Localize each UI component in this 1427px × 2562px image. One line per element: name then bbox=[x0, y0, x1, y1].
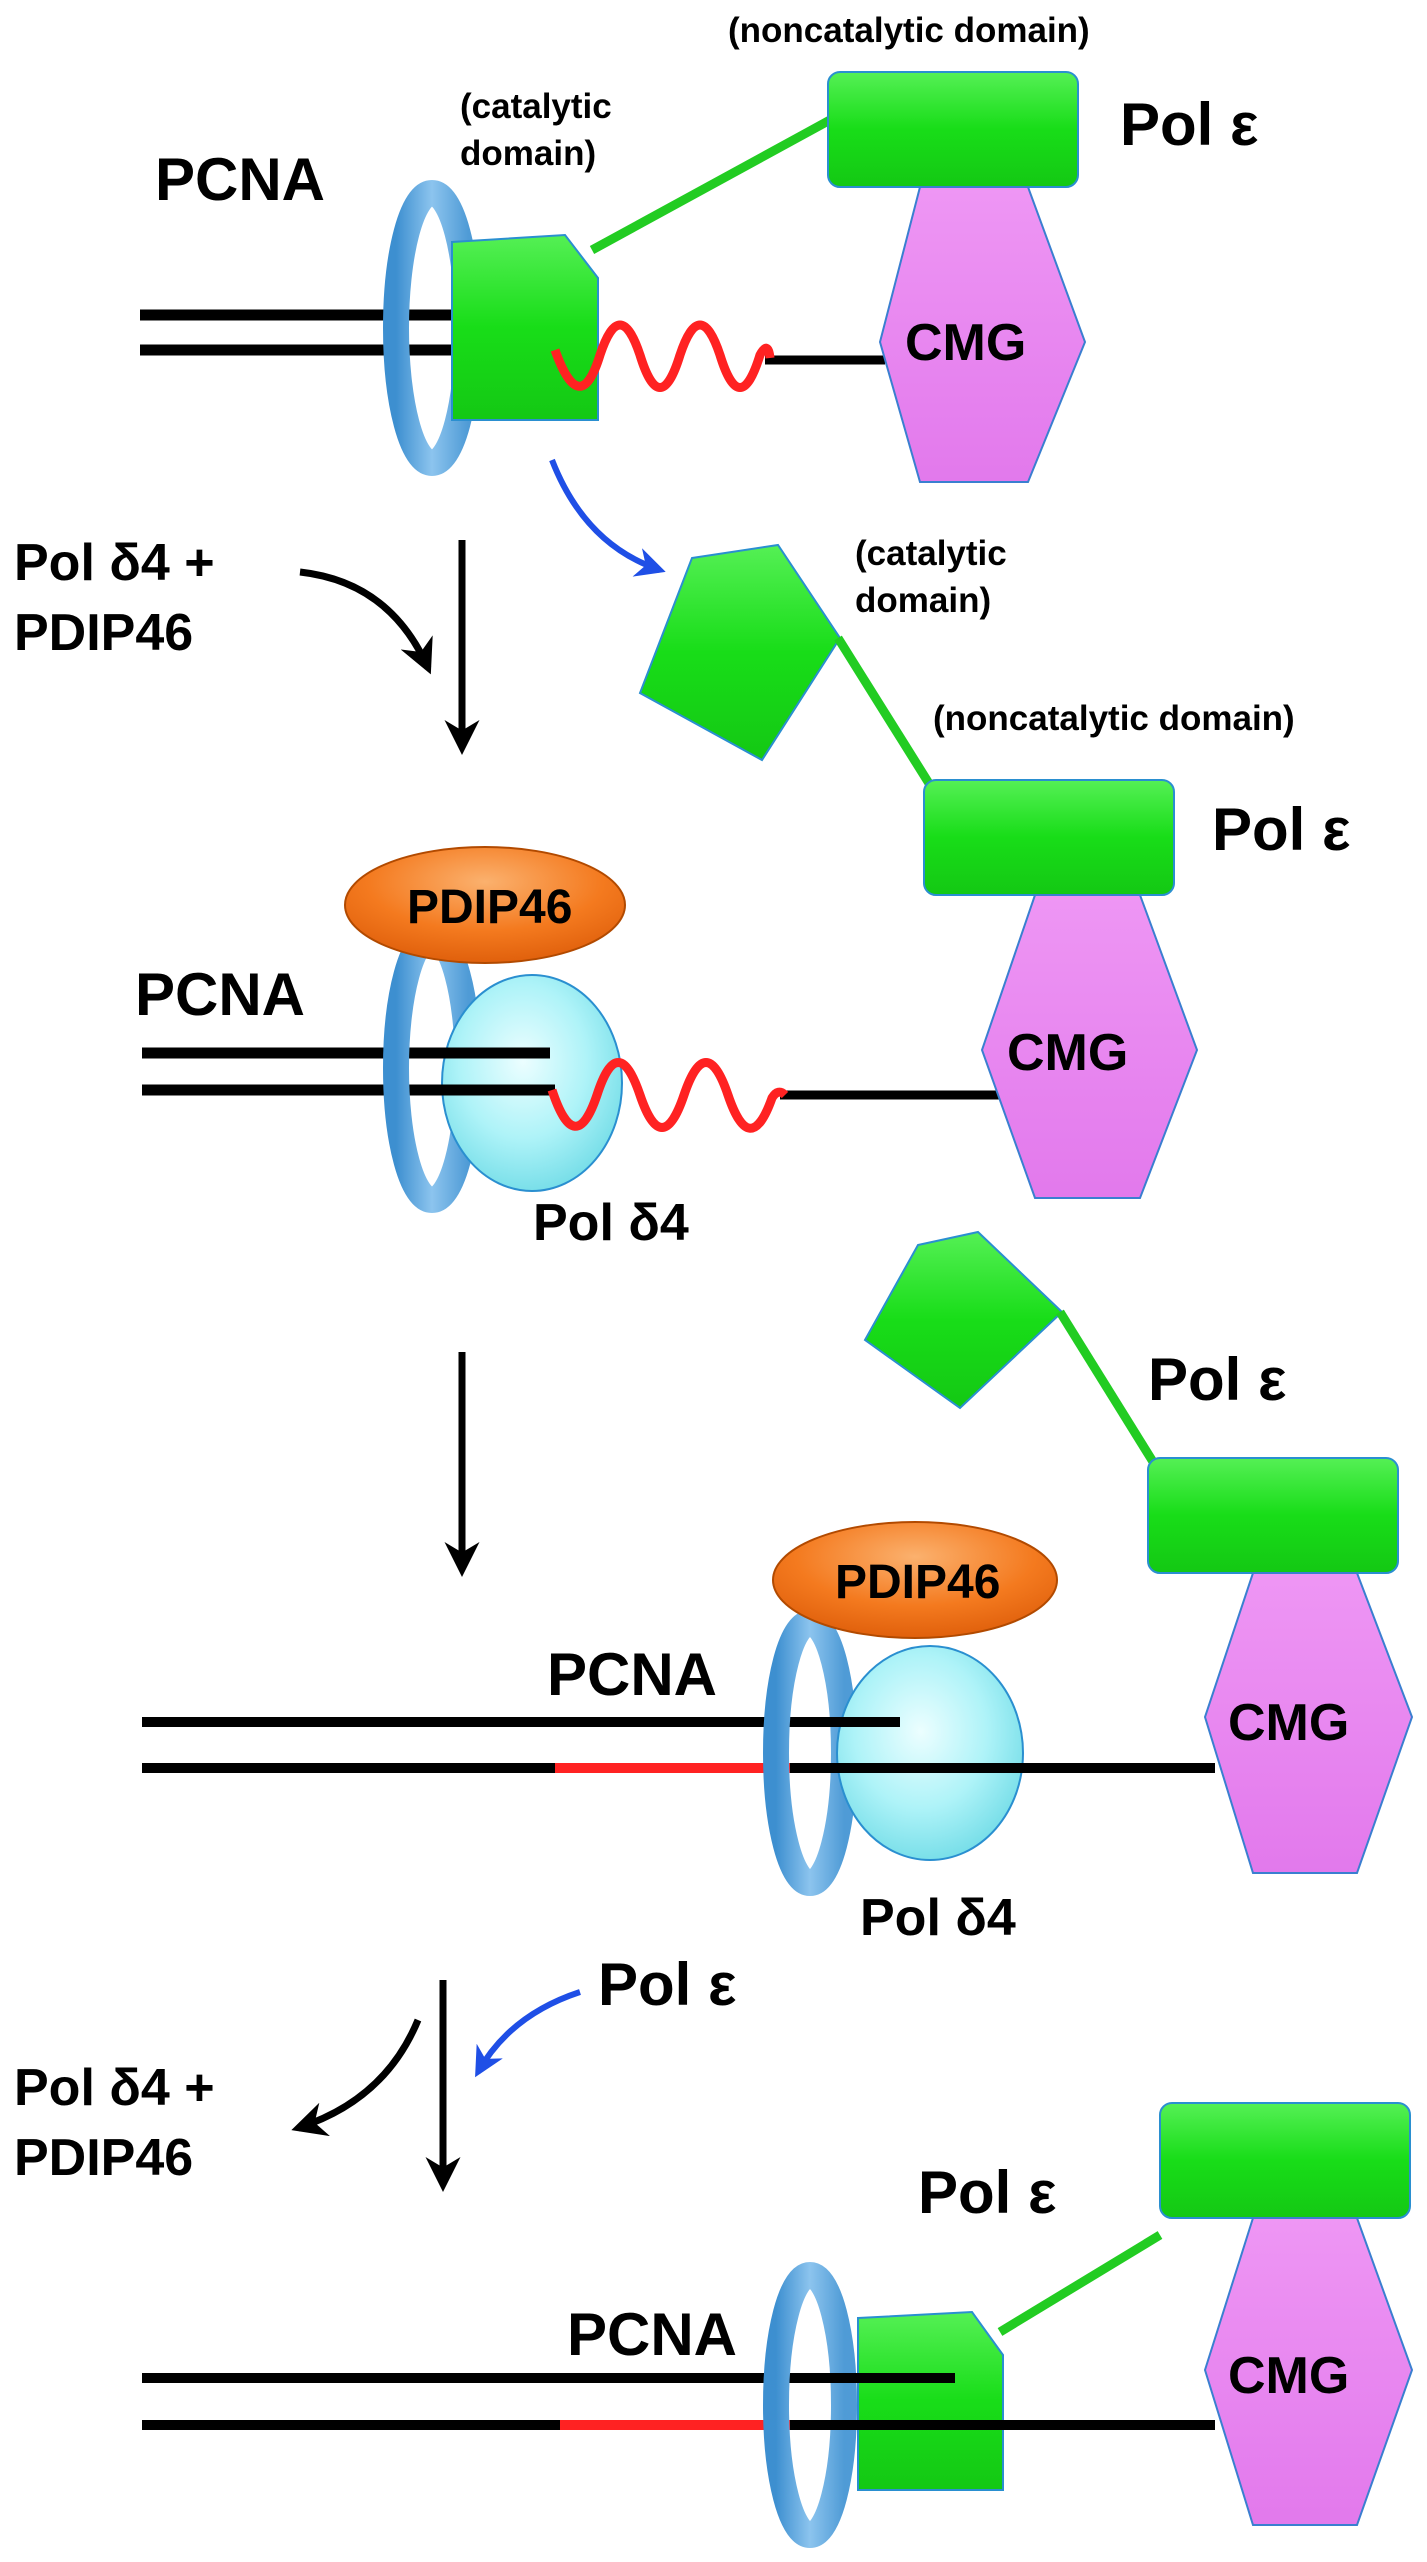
rna-primer bbox=[550, 320, 775, 392]
panel-3: Pol ε PCNA PDIP46 Pol δ4 CMG bbox=[142, 1230, 1414, 1947]
pol-epsilon-in-arrow bbox=[475, 1989, 581, 2078]
pol-epsilon-return-label: Pol ε bbox=[598, 1951, 737, 2018]
pol-epsilon-catalytic-icon bbox=[451, 233, 599, 421]
reagent-label-line2: PDIP46 bbox=[14, 604, 193, 662]
reagent-in-arrow-1 bbox=[299, 568, 433, 675]
catalytic-label-line2: domain) bbox=[460, 134, 596, 173]
pol-delta4-ellipse3-icon bbox=[836, 1645, 1024, 1861]
pol-delta4-label: Pol δ4 bbox=[533, 1194, 689, 1252]
pcna-ring4-icon bbox=[763, 2262, 857, 2548]
pol-epsilon-label: Pol ε bbox=[1120, 91, 1259, 158]
pdip46-ellipse3-icon bbox=[772, 1521, 1058, 1639]
noncatalytic-label2: (noncatalytic domain) bbox=[933, 699, 1295, 738]
pdip46-ellipse-icon bbox=[344, 846, 626, 964]
rna-primer2 bbox=[547, 1058, 789, 1133]
catalytic-label2-line2: domain) bbox=[855, 581, 991, 620]
cmg-label4: CMG bbox=[1228, 2347, 1349, 2405]
pol-epsilon-noncatalytic-icon bbox=[827, 71, 1079, 188]
pol-delta4-label3: Pol δ4 bbox=[860, 1889, 1016, 1947]
catalytic-label2-line1: (catalytic bbox=[855, 534, 1007, 573]
cmg-label: CMG bbox=[905, 314, 1026, 372]
reagent-out-arrow bbox=[291, 2018, 422, 2137]
catalytic-label-line1: (catalytic bbox=[460, 87, 612, 126]
pcna-label3: PCNA bbox=[547, 1641, 717, 1708]
cmg-hexagon3-icon bbox=[1203, 1572, 1414, 1874]
pdip46-label: PDIP46 bbox=[407, 881, 572, 934]
pol-epsilon-catalytic3-icon bbox=[863, 1230, 1064, 1410]
cmg-label3: CMG bbox=[1228, 1694, 1349, 1752]
pol-epsilon-catalytic-detached-icon bbox=[638, 543, 842, 762]
pol-epsilon-label2: Pol ε bbox=[1212, 796, 1351, 863]
cmg-hexagon4-icon bbox=[1203, 2217, 1414, 2526]
pcna-label2: PCNA bbox=[135, 961, 305, 1028]
cmg-label2: CMG bbox=[1007, 1024, 1128, 1082]
cmg-hexagon-icon bbox=[878, 186, 1087, 483]
pol-epsilon-label3: Pol ε bbox=[1148, 1346, 1287, 1413]
pol-epsilon-catalytic4-icon bbox=[857, 2310, 1004, 2491]
panel-4: Pol ε PCNA CMG bbox=[142, 2102, 1414, 2548]
pol-delta4-ellipse-icon bbox=[441, 974, 623, 1192]
pol-epsilon-noncatalytic2-icon bbox=[923, 779, 1175, 896]
panel-2: PCNA PDIP46 Pol δ4 CMG bbox=[135, 846, 1199, 1252]
transition-3: Pol ε Pol δ4 + PDIP46 bbox=[14, 1951, 737, 2192]
pol-epsilon-linker2 bbox=[834, 635, 934, 788]
pcna-ring3-icon bbox=[763, 1610, 857, 1896]
pol-epsilon-linker3 bbox=[1056, 1309, 1159, 1468]
reagent-label-line1: Pol δ4 + bbox=[14, 534, 215, 592]
release-arrow-blue bbox=[549, 458, 666, 577]
pol-epsilon-noncatalytic4-icon bbox=[1159, 2102, 1411, 2219]
cmg-hexagon2-icon bbox=[980, 894, 1199, 1199]
pcna-label: PCNA bbox=[155, 146, 325, 213]
pol-epsilon-noncatalytic3-icon bbox=[1147, 1457, 1399, 1574]
noncatalytic-label: (noncatalytic domain) bbox=[728, 11, 1090, 50]
pol-epsilon-linker4 bbox=[997, 2231, 1163, 2336]
panel-1: PCNA (catalytic domain) (noncatalytic do… bbox=[140, 11, 1259, 483]
reagent-out-label-line2: PDIP46 bbox=[14, 2129, 193, 2187]
pol-epsilon-linker bbox=[589, 116, 833, 254]
reagent-out-label-line1: Pol δ4 + bbox=[14, 2059, 215, 2117]
transition-1: Pol δ4 + PDIP46 (catalytic domain) (nonc… bbox=[14, 458, 1351, 896]
pol-epsilon-label4: Pol ε bbox=[918, 2159, 1057, 2226]
pdip46-label3: PDIP46 bbox=[835, 1556, 1000, 1609]
pcna-label4: PCNA bbox=[567, 2301, 737, 2368]
